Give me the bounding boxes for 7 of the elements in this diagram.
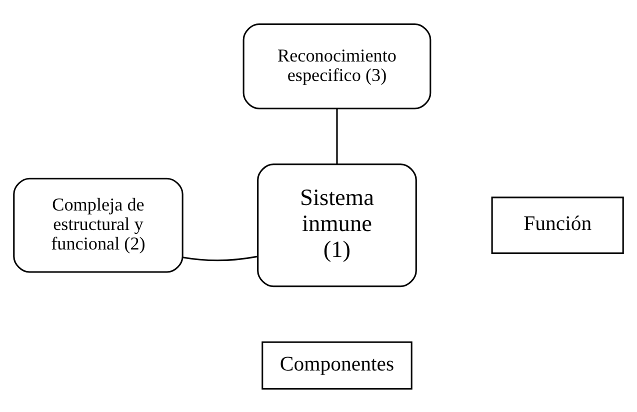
node-box: Componentes	[262, 340, 412, 390]
connector	[336, 108, 338, 164]
node-box: Función	[491, 196, 624, 254]
connector	[182, 255, 258, 261]
node-box: Sistema inmune (1)	[257, 163, 417, 287]
node-box: Reconocimiento especifico (3)	[242, 22, 432, 109]
node-box: Compleja de estructural y funcional (2)	[13, 177, 184, 272]
